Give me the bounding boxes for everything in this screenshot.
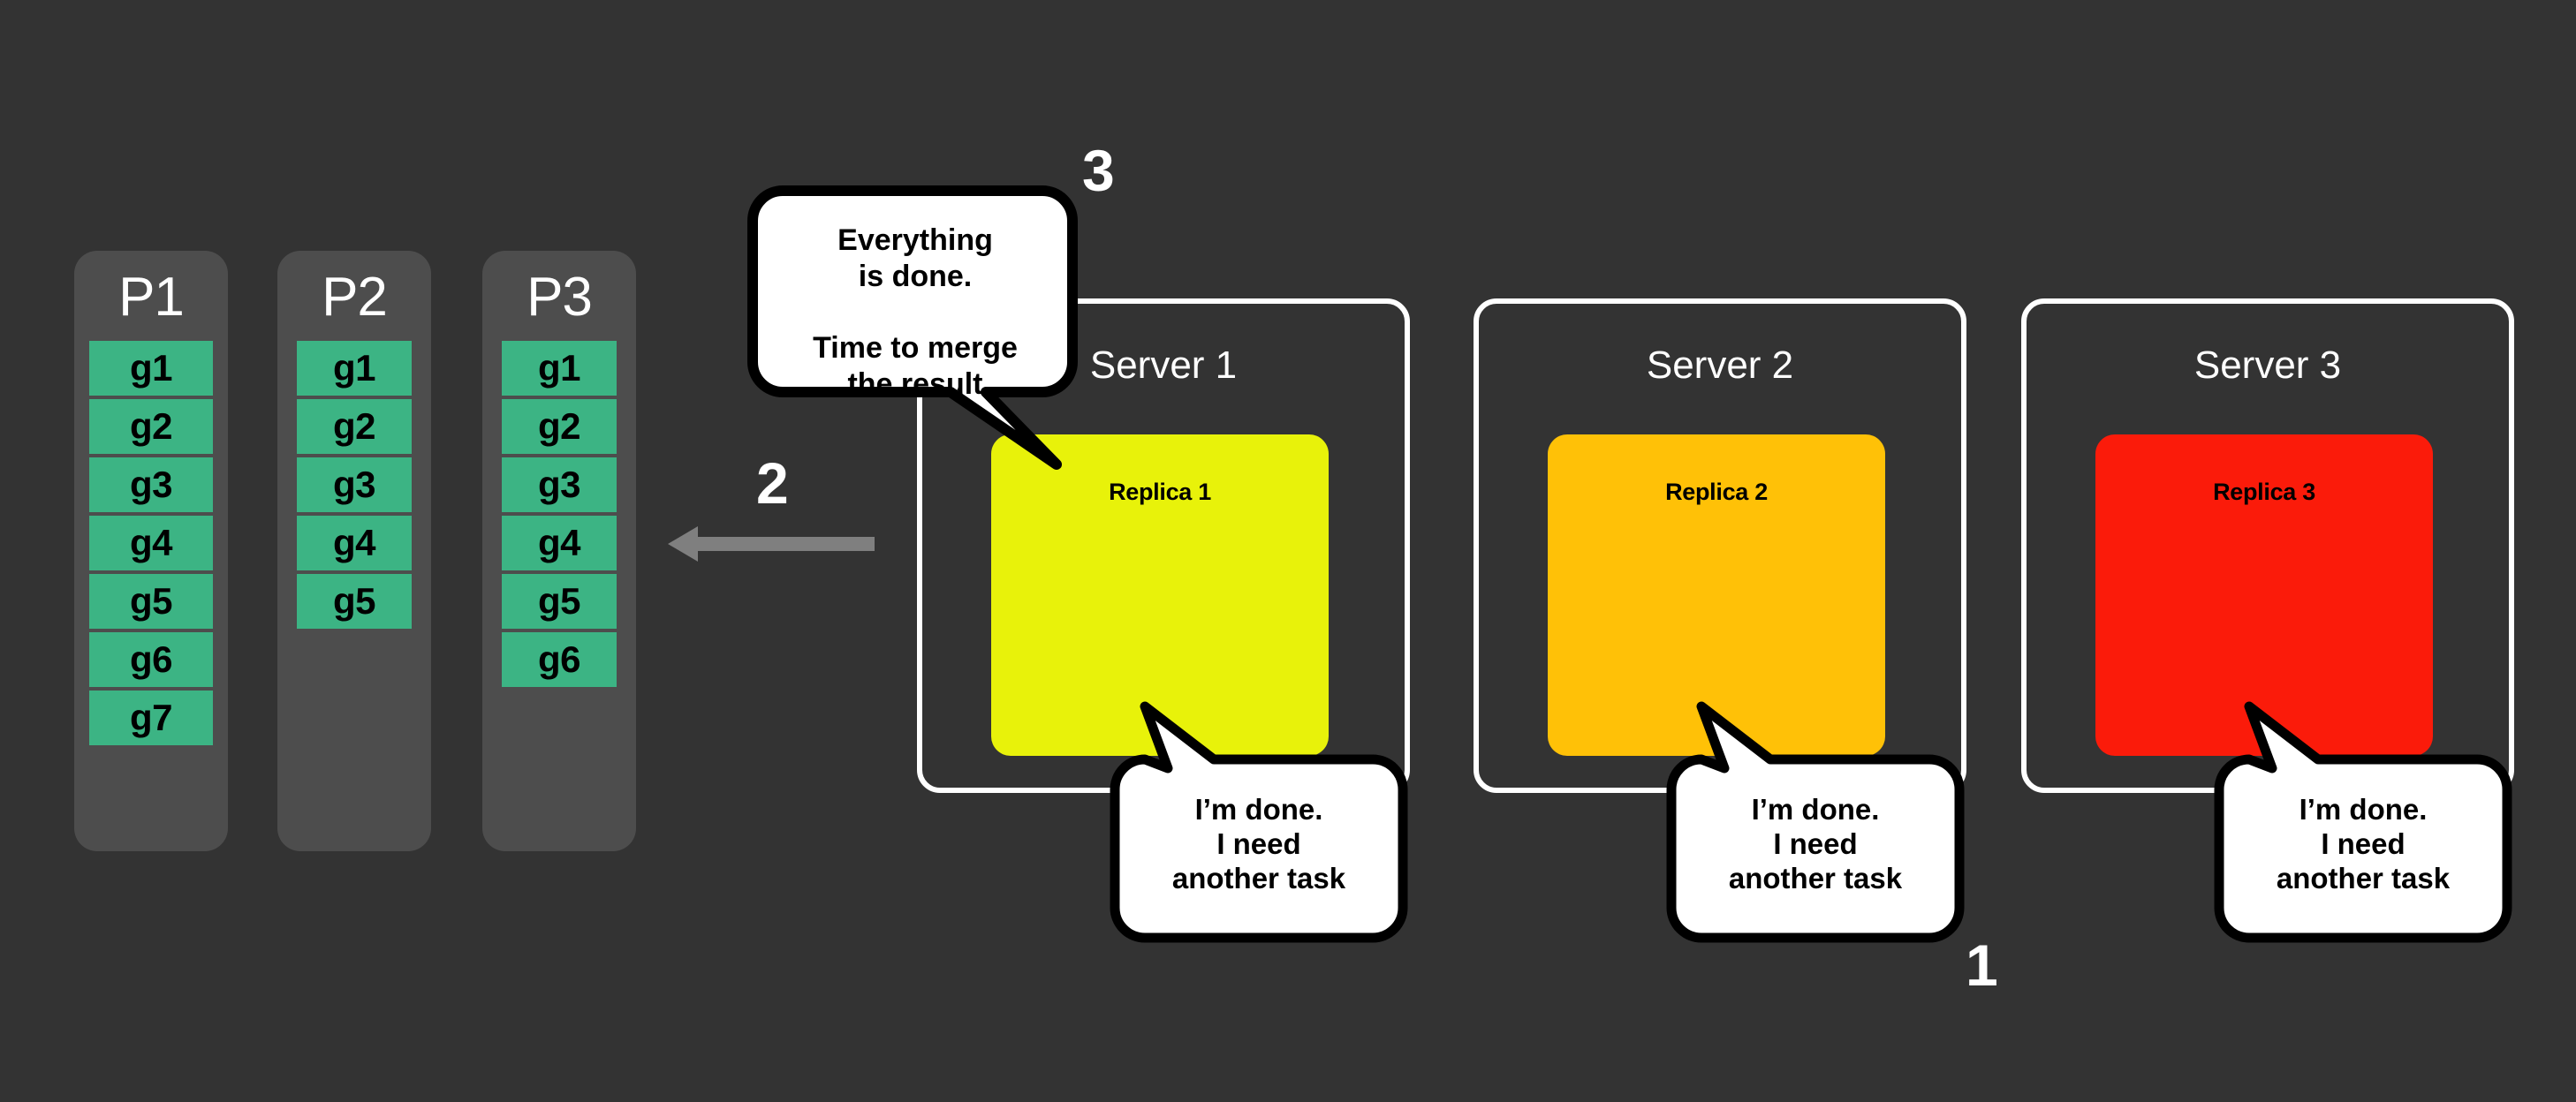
step-number-three: 3 bbox=[1082, 138, 1115, 203]
chunk-item: g5 bbox=[297, 574, 412, 629]
partition-p3-chunks: g1 g2 g3 g4 g5 g6 bbox=[482, 341, 636, 687]
speech-bubble-shape bbox=[1110, 701, 1408, 943]
partition-p2: P2 g1 g2 g3 g4 g5 bbox=[277, 251, 431, 851]
speech-bubble-shape bbox=[1666, 701, 1965, 943]
server-3-speech-bubble: I’m done. I need another task bbox=[2214, 680, 2512, 945]
chunk-item: g4 bbox=[502, 516, 617, 570]
arrow-left-icon bbox=[668, 526, 875, 562]
merge-arrow bbox=[663, 517, 875, 570]
partition-p2-title: P2 bbox=[322, 267, 388, 328]
server-2-title: Server 2 bbox=[1646, 343, 1794, 387]
chunk-item: g1 bbox=[502, 341, 617, 396]
server-1-title: Server 1 bbox=[1089, 343, 1238, 387]
chunk-item: g1 bbox=[297, 341, 412, 396]
partition-p3-title: P3 bbox=[527, 267, 593, 328]
step-number-one: 1 bbox=[1966, 932, 1998, 998]
replica-3-label: Replica 3 bbox=[2213, 479, 2315, 505]
partition-p1: P1 g1 g2 g3 g4 g5 g6 g7 bbox=[74, 251, 228, 851]
server-3-title: Server 3 bbox=[2193, 343, 2342, 387]
chunk-item: g2 bbox=[502, 399, 617, 454]
chunk-item: g1 bbox=[89, 341, 213, 396]
step-number-two: 2 bbox=[756, 450, 789, 516]
chunk-item: g3 bbox=[502, 457, 617, 512]
chunk-item: g2 bbox=[89, 399, 213, 454]
chunk-item: g3 bbox=[297, 457, 412, 512]
partition-p2-chunks: g1 g2 g3 g4 g5 bbox=[277, 341, 431, 629]
chunk-item: g6 bbox=[502, 632, 617, 687]
server-2-speech-bubble: I’m done. I need another task bbox=[1666, 680, 1965, 945]
chunk-item: g3 bbox=[89, 457, 213, 512]
replica-2-label: Replica 2 bbox=[1665, 479, 1768, 505]
partition-p1-title: P1 bbox=[118, 267, 185, 328]
speech-bubble-shape bbox=[2214, 701, 2512, 943]
replica-2-box: Replica 2 bbox=[1548, 434, 1885, 756]
chunk-item: g7 bbox=[89, 691, 213, 745]
replica-1-box: Replica 1 bbox=[991, 434, 1329, 756]
chunk-item: g2 bbox=[297, 399, 412, 454]
replica-3-box: Replica 3 bbox=[2095, 434, 2433, 756]
server-1-speech-bubble: I’m done. I need another task bbox=[1110, 680, 1408, 945]
chunk-item: g5 bbox=[89, 574, 213, 629]
partition-p3: P3 g1 g2 g3 g4 g5 g6 bbox=[482, 251, 636, 851]
partition-p1-chunks: g1 g2 g3 g4 g5 g6 g7 bbox=[74, 341, 228, 745]
speech-bubble-shape bbox=[747, 185, 1078, 470]
chunk-item: g5 bbox=[502, 574, 617, 629]
merge-speech-bubble: Everything is done. Time to merge the re… bbox=[747, 184, 1083, 484]
chunk-item: g4 bbox=[89, 516, 213, 570]
replica-1-label: Replica 1 bbox=[1109, 479, 1211, 505]
chunk-item: g4 bbox=[297, 516, 412, 570]
chunk-item: g6 bbox=[89, 632, 213, 687]
